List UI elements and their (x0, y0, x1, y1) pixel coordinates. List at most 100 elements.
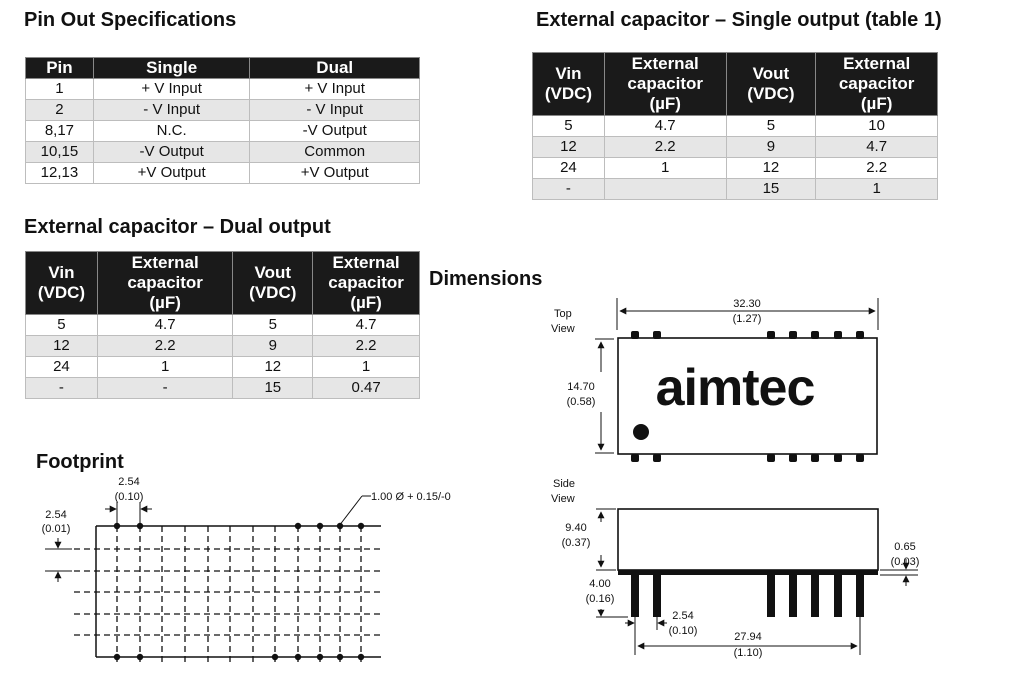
height-in: (0.37) (562, 537, 591, 549)
table-cell: + V Input (92, 78, 251, 100)
column-header: Vin(VDC) (25, 251, 98, 315)
fp-hole-label: 1.00 Ø + 0.15/-0 (371, 491, 451, 503)
pitch-in: (0.10) (669, 625, 698, 637)
table-cell: 10 (815, 115, 938, 137)
fp-hole (336, 522, 344, 530)
table-cell: 12 (25, 335, 98, 357)
width-in: (0.58) (567, 396, 596, 408)
fp-hole (271, 653, 279, 661)
side-view-label-1: Side (553, 478, 575, 490)
pin-length-in: (0.16) (586, 593, 615, 605)
length-in: (1.27) (733, 313, 762, 325)
fp-hole (357, 653, 365, 661)
dual-cap-title: External capacitor – Dual output (24, 216, 331, 238)
fp-pitch-left-mm: 2.54 (45, 509, 66, 521)
top-view-label-2: View (551, 323, 575, 335)
fp-hole (294, 653, 302, 661)
table-cell: - (532, 178, 605, 200)
table-cell: 2.2 (312, 335, 420, 357)
column-header: Vin(VDC) (532, 52, 605, 116)
table-cell: Common (249, 141, 420, 163)
column-header: Single (92, 57, 251, 79)
table-cell: - V Input (249, 99, 420, 121)
length-mm: 32.30 (733, 298, 761, 310)
top-pins (631, 331, 864, 462)
fp-hole (357, 522, 365, 530)
column-header: Vout(VDC) (232, 251, 314, 315)
table-cell: 0.47 (312, 377, 420, 399)
table-cell: 4.7 (312, 314, 420, 336)
fp-pitch-top-in: (0.10) (115, 491, 144, 503)
table-cell: 15 (232, 377, 314, 399)
table-cell: 10,15 (25, 141, 94, 163)
aimtec-logo: aimtec (656, 359, 815, 417)
fp-pitch-left-in: (0.01) (42, 523, 71, 535)
span-in: (1.10) (734, 647, 763, 659)
side-view-label-2: View (551, 493, 575, 505)
module-side-view (617, 508, 879, 571)
fp-hole (136, 653, 144, 661)
footprint-title: Footprint (36, 451, 124, 473)
span-mm: 27.94 (734, 631, 762, 643)
width-mm: 14.70 (567, 381, 595, 393)
fp-hole (336, 653, 344, 661)
table-cell: 4.7 (603, 115, 727, 137)
table-cell: - (25, 377, 98, 399)
side-pins (631, 575, 864, 617)
table-cell: 15 (725, 178, 817, 200)
table-row: 1+ V Input+ V Input (25, 78, 420, 100)
pin-length-mm: 4.00 (589, 578, 610, 590)
fp-hole (294, 522, 302, 530)
table-cell: 9 (232, 335, 314, 357)
dimensions-title: Dimensions (429, 268, 543, 290)
fp-hole (316, 653, 324, 661)
table-cell: - V Input (92, 99, 251, 121)
pin1-marker (633, 424, 649, 440)
fp-hole (316, 522, 324, 530)
height-mm: 9.40 (565, 522, 586, 534)
table-cell: 2 (25, 99, 94, 121)
table-cell (603, 178, 727, 200)
top-view-label-1: Top (554, 308, 572, 320)
fp-pitch-top-mm: 2.54 (118, 476, 139, 488)
table-cell: +V Output (92, 162, 251, 184)
table-cell: 9 (725, 136, 817, 158)
module-top-view (617, 337, 878, 455)
standoff-mm: 0.65 (894, 541, 915, 553)
pitch-mm: 2.54 (672, 610, 693, 622)
table-cell: + V Input (249, 78, 420, 100)
table-cell: 1 (815, 178, 938, 200)
table-cell: - (96, 377, 234, 399)
single-cap-title: External capacitor – Single output (tabl… (536, 9, 942, 31)
table-cell: 2.2 (96, 335, 234, 357)
standoff (618, 570, 878, 575)
pinout-title: Pin Out Specifications (24, 9, 237, 31)
table-row: 2- V Input- V Input (25, 99, 420, 121)
fp-hole (113, 653, 121, 661)
table-cell: 12,13 (25, 162, 94, 184)
standoff-in: (0.03) (891, 556, 920, 568)
table-cell: -V Output (92, 141, 251, 163)
column-header: Dual (249, 57, 420, 79)
column-header: Pin (25, 57, 94, 79)
table-cell: -V Output (249, 120, 420, 142)
table-cell: 4.7 (815, 136, 938, 158)
table-row: 12,13+V Output+V Output (25, 162, 420, 184)
table-cell: +V Output (249, 162, 420, 184)
